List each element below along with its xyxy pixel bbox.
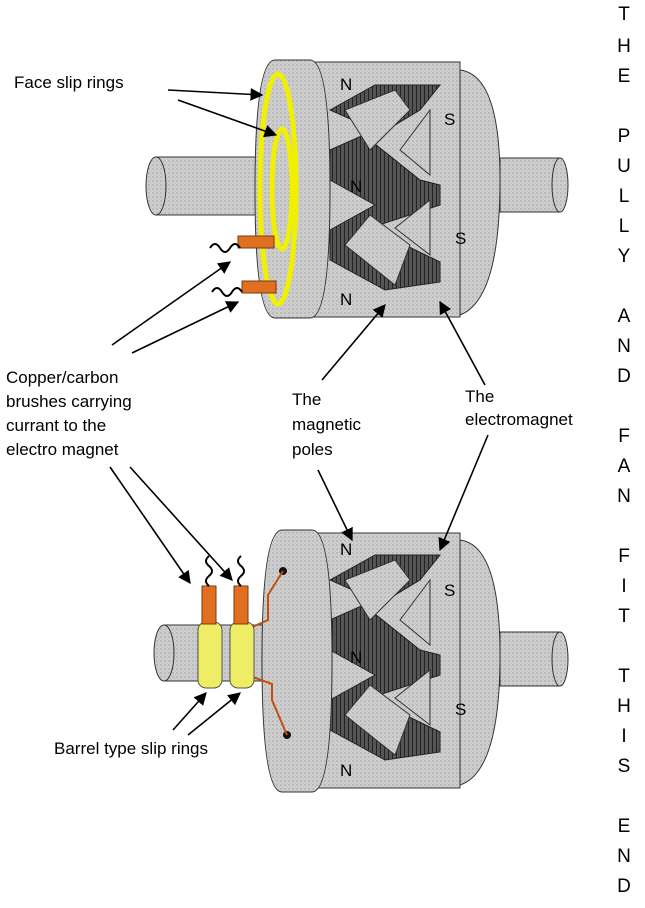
bottom-wire-lower bbox=[249, 675, 288, 736]
arrow-brush-2 bbox=[131, 301, 240, 354]
side-letter: F bbox=[618, 426, 630, 447]
face-slip-rings-label: Face slip rings bbox=[14, 73, 124, 92]
side-letter: T bbox=[618, 666, 630, 687]
side-letter: L bbox=[618, 216, 630, 237]
side-letter: D bbox=[617, 876, 631, 897]
side-letter: A bbox=[617, 456, 631, 477]
side-letter: U bbox=[617, 156, 631, 177]
top-brush-lower bbox=[241, 280, 277, 294]
top-brush-wire-lower bbox=[211, 287, 243, 297]
brushes-label-line4: electro magnet bbox=[6, 440, 119, 459]
side-letter: I bbox=[621, 726, 627, 747]
arrow-brush-b1 bbox=[109, 466, 191, 585]
arrow-poles-bottom bbox=[317, 469, 353, 542]
bottom-pole-n1: N bbox=[340, 540, 352, 559]
bottom-right-shaft bbox=[499, 631, 561, 687]
bottom-left-disc bbox=[261, 529, 333, 793]
side-letter: A bbox=[617, 306, 631, 327]
arrow-electromagnet-bottom bbox=[438, 434, 489, 552]
barrel-ring-1 bbox=[197, 621, 223, 689]
top-rotor: N N N S S bbox=[145, 59, 569, 319]
brushes-label-line3: currant to the bbox=[6, 416, 107, 435]
bottom-pole-n3: N bbox=[340, 761, 352, 780]
callout-arrows bbox=[109, 87, 489, 736]
side-letter: H bbox=[617, 696, 631, 717]
top-brush-wire-upper bbox=[209, 243, 241, 253]
brushes-label-line2: brushes carrying bbox=[6, 392, 132, 411]
bottom-brush-2 bbox=[233, 585, 249, 625]
side-letter: N bbox=[617, 846, 631, 867]
bottom-pole-s1: S bbox=[444, 581, 455, 600]
magnetic-poles-label-line3: poles bbox=[292, 440, 333, 459]
top-right-shaft bbox=[499, 157, 561, 213]
electromagnet-label-line2: electromagnet bbox=[465, 410, 573, 429]
top-brush-upper bbox=[237, 235, 275, 249]
top-pole-s2: S bbox=[455, 229, 466, 248]
magnetic-poles-label-line2: magnetic bbox=[292, 415, 361, 434]
side-letter: E bbox=[617, 816, 631, 837]
bottom-rotor: N N N S S bbox=[153, 529, 569, 793]
top-pole-s1: S bbox=[444, 110, 455, 129]
side-letter: I bbox=[621, 576, 627, 597]
side-letter: S bbox=[617, 756, 631, 777]
side-letter: E bbox=[617, 66, 631, 87]
side-letter: T bbox=[618, 606, 630, 627]
top-pole-n3: N bbox=[340, 290, 352, 309]
side-letter: Y bbox=[617, 246, 631, 267]
side-letter: D bbox=[617, 366, 631, 387]
top-pole-n1: N bbox=[340, 75, 352, 94]
arrow-face-rings-1 bbox=[167, 87, 264, 101]
arrow-poles-top bbox=[321, 304, 386, 381]
arrow-electromagnet-top bbox=[439, 300, 486, 386]
side-letter: N bbox=[617, 486, 631, 507]
face-slip-ring-inner bbox=[269, 126, 295, 252]
side-letter: H bbox=[617, 36, 631, 57]
side-letter: L bbox=[618, 186, 630, 207]
arrow-brush-b2 bbox=[129, 466, 233, 581]
bottom-brush-1 bbox=[201, 585, 217, 625]
arrow-barrel-2 bbox=[187, 692, 241, 736]
side-letter: T bbox=[618, 4, 630, 25]
arrow-barrel-1 bbox=[172, 692, 207, 731]
side-letter: F bbox=[618, 546, 630, 567]
electromagnet-label-line1: The bbox=[465, 387, 495, 406]
arrow-face-rings-2 bbox=[177, 99, 278, 138]
top-pole-n2: N bbox=[350, 177, 362, 196]
barrel-slip-rings-label: Barrel type slip rings bbox=[54, 739, 209, 758]
barrel-ring-2 bbox=[229, 621, 255, 689]
bottom-wire-upper bbox=[249, 570, 284, 629]
bottom-pole-n2: N bbox=[350, 648, 362, 667]
side-letter: N bbox=[617, 336, 631, 357]
magnetic-poles-label-line1: The bbox=[292, 390, 322, 409]
arrow-brush-1 bbox=[111, 261, 232, 346]
face-slip-ring-outer bbox=[257, 71, 299, 307]
brushes-label-line1: Copper/carbon bbox=[6, 368, 119, 387]
bottom-pole-s2: S bbox=[455, 700, 466, 719]
side-letter: P bbox=[617, 126, 631, 147]
